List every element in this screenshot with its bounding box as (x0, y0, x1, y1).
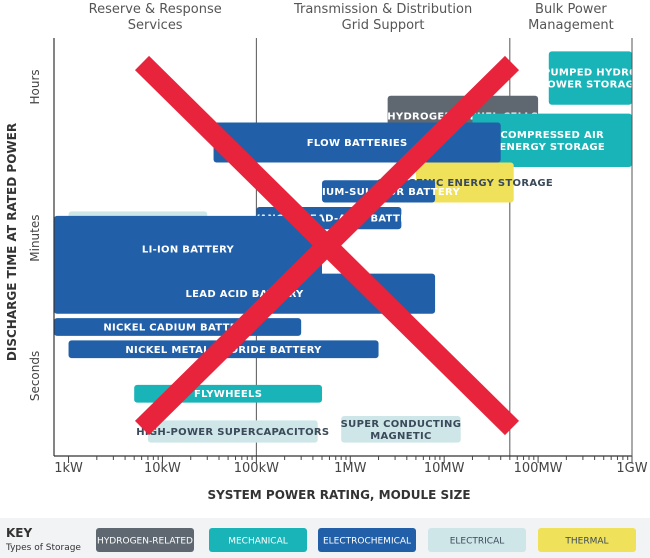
range-label-advanced-lead-acid-battery: ADVANCED LEAD-ACID BATTERY (235, 214, 422, 225)
range-bar-pumped-hydro-power-storage (548, 51, 632, 105)
legend: KEY Types of Storage HYDROGEN-RELATED MECHA… (0, 518, 650, 558)
range-bar-high-power-supercapacitors (147, 420, 318, 443)
legend-label-hydrogen-related: HYDROGEN-RELATED (97, 537, 193, 547)
range-label-pumped-hydro-power-storage: PUMPED HYDRO (543, 68, 638, 79)
range-bar-lead-acid-battery (54, 273, 436, 314)
range-cryogenic-energy-storage: CRYOGENIC ENERGY STORAGE (377, 162, 553, 203)
range-label-super-conducting-magnetic: MAGNETIC (370, 431, 431, 442)
range-label-pumped-hydro-power-storage: POWER STORAGE (540, 80, 642, 91)
legend-title: KEY (6, 526, 32, 540)
x-tick-labels: 1kW 10kW 100kW 1MW 10MW 100MW 1GW (54, 461, 648, 476)
legend-subtitle: Types of Storage (5, 543, 81, 553)
range-li-ion-battery: LI-ION BATTERY (54, 215, 323, 283)
axes (53, 38, 633, 463)
legend-swatch-electrical (428, 528, 526, 552)
y-tick-label-hours: Hours (28, 69, 42, 104)
x-tick-label-100kw: 100kW (234, 461, 279, 476)
legend-swatch-hydrogen-related (96, 528, 194, 552)
range-label-nickel-cadium-battery: NICKEL CADIUM BATTERY (103, 323, 252, 334)
range-label-flywheels: FLYWHEELS (194, 389, 262, 400)
section-header-2: Transmission & Distribution (293, 2, 472, 17)
range-label-compressed-air-energy-storage: COMPRESSED AIR (500, 130, 604, 141)
range-label-high-power-supercapacitors: HIGH-POWER SUPERCAPACITORS (136, 427, 329, 438)
cross-out-mark (134, 55, 520, 436)
section-header-2: Grid Support (342, 18, 425, 33)
range-label-cryogenic-energy-storage: CRYOGENIC ENERGY STORAGE (377, 178, 553, 189)
range-high-power-supercapacitors: HIGH-POWER SUPERCAPACITORS (136, 420, 329, 443)
section-header-3: Management (528, 18, 614, 33)
x-tick-label-100mw: 100MW (514, 461, 563, 476)
legend-swatch-electrochemical (318, 528, 416, 552)
cross-stroke-2 (134, 55, 520, 436)
range-label-flow-batteries: FLOW BATTERIES (307, 138, 408, 149)
x-tick-label-10mw: 10MW (424, 461, 465, 476)
range-lead-acid-battery: LEAD ACID BATTERY (54, 273, 436, 314)
y-tick-label-seconds: Seconds (28, 351, 42, 401)
section-header-3: Bulk Power (535, 2, 607, 17)
x-tick-label-1mw: 1MW (334, 461, 366, 476)
range-label-super-conducting-magnetic: SUPER CONDUCTING (341, 419, 462, 430)
x-tick-label-1gw: 1GW (616, 461, 647, 476)
section-header-1: Reserve & Response (89, 2, 222, 17)
range-label-li-ion-battery: LI-ION BATTERY (142, 245, 235, 256)
legend-swatch-mechanical (209, 528, 307, 552)
range-bar-super-conducting-magnetic (341, 415, 461, 443)
legend-label-electrochemical: ELECTROCHEMICAL (323, 537, 411, 547)
range-bar-li-ion-battery (54, 215, 323, 283)
legend-swatch-thermal (538, 528, 636, 552)
x-axis-title: SYSTEM POWER RATING, MODULE SIZE (207, 488, 470, 502)
range-label-lead-acid-battery: LEAD ACID BATTERY (185, 289, 304, 300)
range-bar-cryogenic-energy-storage (415, 162, 514, 203)
legend-label-electrical: ELECTRICAL (450, 537, 505, 547)
y-tick-label-minutes: Minutes (28, 214, 42, 261)
y-axis-title: DISCHARGE TIME AT RATED POWER (5, 123, 19, 361)
section-header-1: Services (128, 18, 183, 33)
range-label-compressed-air-energy-storage: ENERGY STORAGE (499, 142, 605, 153)
x-tick-label-10kw: 10kW (144, 461, 181, 476)
range-bar-compressed-air-energy-storage (472, 113, 632, 167)
legend-label-mechanical: MECHANICAL (228, 537, 288, 547)
legend-label-thermal: THERMAL (564, 537, 608, 547)
x-tick-label-1kw: 1kW (54, 461, 83, 476)
